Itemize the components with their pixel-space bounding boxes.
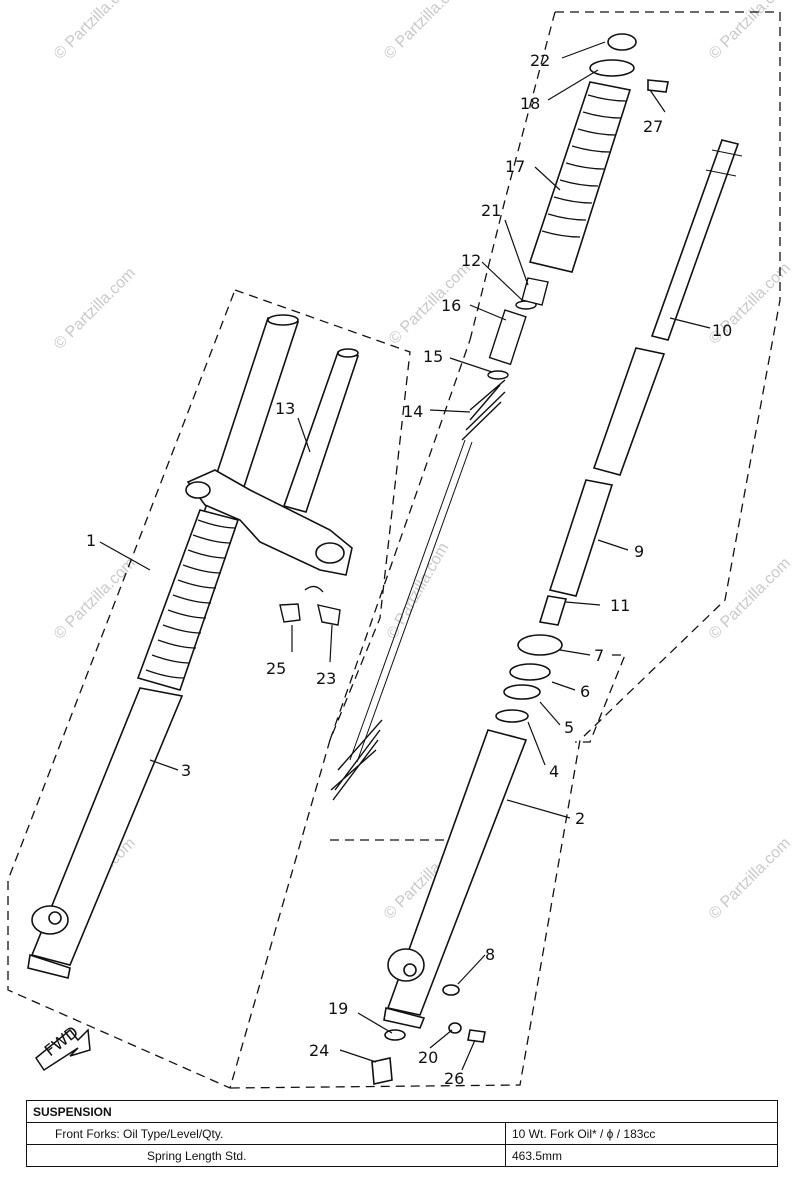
cylinder-9 bbox=[548, 479, 614, 597]
callouts: 22 18 27 17 21 12 16 10 15 14 13 1 9 11 … bbox=[86, 51, 732, 1088]
callout-20: 20 bbox=[418, 1048, 438, 1067]
bolt-26 bbox=[467, 1029, 486, 1043]
callout-13: 13 bbox=[275, 399, 295, 418]
right-fork-lower bbox=[371, 139, 743, 1085]
callout-9: 9 bbox=[634, 542, 644, 561]
bolt-24 bbox=[371, 1057, 393, 1085]
callout-12: 12 bbox=[461, 251, 481, 270]
fork-boot-17 bbox=[528, 81, 632, 273]
bolt-25 bbox=[279, 603, 301, 623]
spec-row: Front Forks: Oil Type/Level/Qty. 10 Wt. … bbox=[26, 1122, 778, 1145]
outer-tube-2 bbox=[386, 729, 528, 1016]
callout-21: 21 bbox=[481, 201, 501, 220]
watermark: © Partzilla.com bbox=[706, 555, 792, 643]
callout-1: 1 bbox=[86, 531, 96, 550]
callout-10: 10 bbox=[712, 321, 732, 340]
right-fork-upper bbox=[528, 33, 669, 273]
oil-lock-11 bbox=[538, 595, 568, 626]
watermarks: © Partzilla.com © Partzilla.com © Partzi… bbox=[51, 0, 792, 923]
callout-5: 5 bbox=[564, 718, 574, 737]
washer-5 bbox=[503, 684, 541, 700]
spec-row: Spring Length Std. 463.5mm bbox=[26, 1144, 778, 1167]
steering-stem bbox=[282, 351, 360, 513]
seal-group-bracket bbox=[575, 654, 626, 743]
steering-stem-bracket bbox=[185, 348, 360, 576]
suspension-spec-table: SUSPENSION Front Forks: Oil Type/Level/Q… bbox=[26, 1100, 778, 1167]
cap-22 bbox=[607, 33, 637, 51]
bushing-4 bbox=[495, 709, 529, 723]
callout-24: 24 bbox=[309, 1041, 329, 1060]
callout-14: 14 bbox=[403, 402, 423, 421]
clamp-23 bbox=[317, 604, 341, 626]
screw-27 bbox=[647, 79, 669, 93]
leader-lines bbox=[99, 41, 711, 1071]
watermark: © Partzilla.com bbox=[51, 265, 139, 353]
washer-15 bbox=[487, 370, 509, 380]
watermark: © Partzilla.com bbox=[381, 0, 469, 63]
spec-value: 463.5mm bbox=[505, 1144, 778, 1167]
watermark: © Partzilla.com bbox=[706, 0, 792, 63]
spacer-16 bbox=[488, 309, 527, 366]
callout-25: 25 bbox=[266, 659, 286, 678]
oil-seal-7 bbox=[517, 634, 563, 656]
spec-header-row: SUSPENSION bbox=[26, 1100, 778, 1123]
callout-7: 7 bbox=[594, 646, 604, 665]
fwd-arrow-icon bbox=[34, 1028, 91, 1072]
callout-4: 4 bbox=[549, 762, 559, 781]
clamp-ring-18 bbox=[589, 59, 635, 77]
under-bracket bbox=[186, 469, 353, 576]
spring-14-lower bbox=[330, 719, 383, 801]
assembly-outlines bbox=[7, 11, 781, 1089]
callout-15: 15 bbox=[423, 347, 443, 366]
callout-2: 2 bbox=[575, 809, 585, 828]
damper-tube bbox=[592, 347, 666, 476]
spec-label: Spring Length Std. bbox=[26, 1144, 506, 1167]
callout-18: 18 bbox=[520, 94, 540, 113]
callout-16: 16 bbox=[441, 296, 461, 315]
left-outer-tube bbox=[30, 687, 184, 966]
washer-8 bbox=[442, 984, 460, 996]
spring-guide-rod bbox=[349, 439, 473, 763]
callout-8: 8 bbox=[485, 945, 495, 964]
center-spring-outline bbox=[329, 339, 471, 841]
callout-26: 26 bbox=[444, 1069, 464, 1088]
spec-value: 10 Wt. Fork Oil* / ϕ / 183cc bbox=[505, 1122, 778, 1145]
spec-label: Front Forks: Oil Type/Level/Qty. bbox=[26, 1122, 506, 1145]
callout-11: 11 bbox=[610, 596, 630, 615]
callout-22: 22 bbox=[530, 51, 550, 70]
clip-6 bbox=[509, 663, 551, 681]
callout-19: 19 bbox=[328, 999, 348, 1018]
bracket-hardware bbox=[279, 585, 341, 626]
left-assembly-outline bbox=[7, 289, 411, 1089]
washer-19 bbox=[384, 1029, 406, 1041]
watermark: © Partzilla.com bbox=[51, 555, 139, 643]
right-assembly-outline bbox=[229, 11, 781, 1089]
callout-6: 6 bbox=[580, 682, 590, 701]
watermark: © Partzilla.com bbox=[51, 0, 139, 63]
inner-tube-10 bbox=[650, 139, 740, 341]
spec-header: SUSPENSION bbox=[26, 1100, 778, 1123]
callout-17: 17 bbox=[505, 157, 525, 176]
left-fork-assembly bbox=[27, 314, 300, 979]
callout-3: 3 bbox=[181, 761, 191, 780]
callout-27: 27 bbox=[643, 117, 663, 136]
spring-14-upper bbox=[461, 379, 506, 441]
watermark: © Partzilla.com bbox=[706, 835, 792, 923]
collar-21 bbox=[521, 277, 549, 306]
fwd-arrow: FWD bbox=[34, 1022, 91, 1072]
callout-23: 23 bbox=[316, 669, 336, 688]
